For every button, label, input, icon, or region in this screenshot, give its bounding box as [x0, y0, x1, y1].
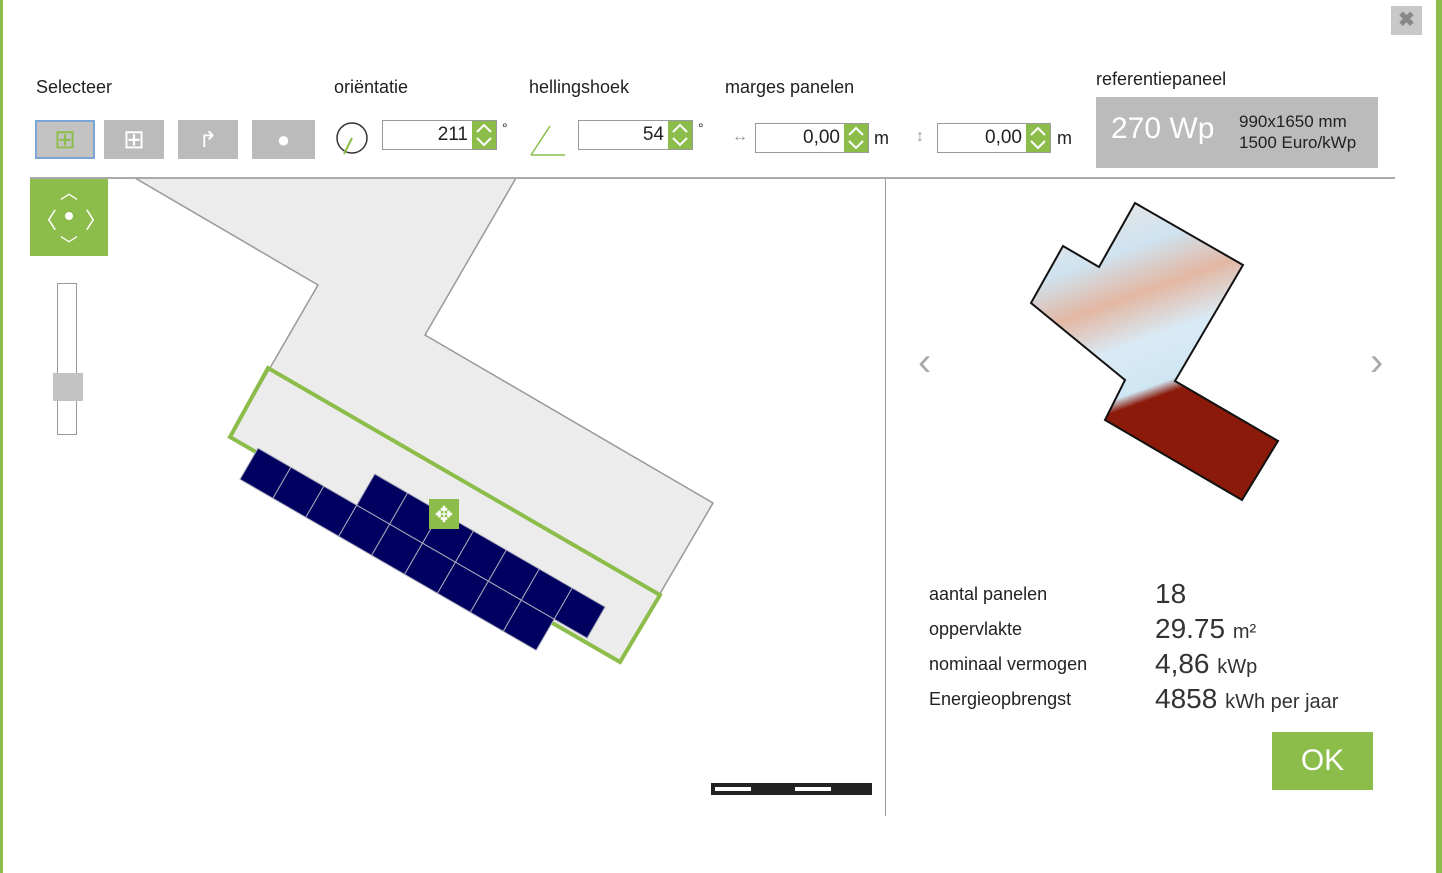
- roof-polygon: [135, 179, 715, 664]
- panel-divider: [885, 179, 886, 816]
- tilt-value: 54: [642, 124, 664, 145]
- unit-m: m: [874, 128, 889, 148]
- zoom-slider-handle[interactable]: [53, 373, 83, 401]
- orientation-value: 211: [437, 124, 468, 145]
- margins-label: marges panelen: [725, 77, 855, 97]
- area-label: oppervlakte: [929, 619, 1023, 639]
- move-handle: [429, 499, 459, 529]
- select-panels-button[interactable]: ⊞: [35, 120, 95, 159]
- orientation-spinner[interactable]: [472, 121, 496, 149]
- area-value: 29.75: [1155, 613, 1226, 644]
- horizontal-arrows-icon: ↔: [732, 128, 748, 145]
- scale-bar: [711, 783, 872, 795]
- select-grid-button[interactable]: ⊞: [104, 120, 164, 159]
- reference-panel-button[interactable]: 270 Wp 990x1650 mm 1500 Euro/kWp: [1096, 97, 1378, 168]
- bulb-button[interactable]: ●: [252, 120, 315, 159]
- margin-h-spinner[interactable]: [844, 124, 868, 152]
- degree-unit: °: [502, 120, 508, 136]
- orientation-input[interactable]: 211: [382, 120, 497, 150]
- prev-arrow-icon[interactable]: ‹: [918, 340, 932, 384]
- energy-label: Energieopbrengst: [929, 689, 1072, 709]
- right-border: [1436, 0, 1442, 873]
- left-border: [0, 0, 3, 873]
- solar-panel: [553, 587, 606, 639]
- margin-h-value: 0,00: [803, 127, 840, 148]
- pan-left-icon[interactable]: 〈: [35, 208, 58, 233]
- pan-up-icon[interactable]: ︿: [60, 183, 78, 203]
- ref-size: 990x1650 mm: [1239, 112, 1347, 131]
- panels-label: aantal panelen: [929, 584, 1048, 604]
- zoom-slider[interactable]: [57, 283, 77, 435]
- select-label: Selecteer: [36, 77, 113, 97]
- energy-unit: kWh per jaar: [1225, 691, 1339, 713]
- margin-v-value: 0,00: [985, 127, 1022, 148]
- power-value: 4,86: [1155, 648, 1210, 679]
- rotate-icon: ↱: [198, 126, 218, 152]
- margin-vertical-input[interactable]: 0,00: [937, 123, 1051, 153]
- panel-area-outline: [227, 365, 663, 665]
- ref-power: 270 Wp: [1111, 112, 1215, 145]
- grid-icon: ⊞: [54, 124, 76, 154]
- panels-value: 18: [1155, 578, 1187, 609]
- rotate-button[interactable]: ↱: [178, 120, 238, 159]
- compass-icon: [336, 122, 368, 155]
- close-button[interactable]: ✖: [1391, 6, 1422, 35]
- pan-center-icon[interactable]: [65, 212, 73, 220]
- unit-m: m: [1057, 128, 1072, 148]
- energy-value: 4858: [1155, 683, 1218, 714]
- orientation-label: oriëntatie: [334, 77, 409, 97]
- toolbar-divider: [30, 177, 1395, 179]
- move-icon: ✥: [435, 502, 453, 527]
- bulb-icon: ●: [276, 126, 291, 152]
- pan-right-icon[interactable]: 〉: [85, 208, 108, 233]
- irradiance-heatmap: [1029, 201, 1280, 502]
- tilt-spinner[interactable]: [668, 121, 692, 149]
- roof-map[interactable]: ✥: [30, 179, 885, 816]
- angle-icon: [530, 125, 565, 156]
- ref-price: 1500 Euro/kWp: [1239, 133, 1357, 152]
- vertical-arrows-icon: ↕: [916, 128, 924, 145]
- ok-button[interactable]: OK: [1272, 732, 1373, 790]
- margin-horizontal-input[interactable]: 0,00: [755, 123, 869, 153]
- solar-panel: [502, 599, 555, 652]
- degree-unit: °: [698, 120, 704, 136]
- area-unit: m²: [1232, 621, 1257, 643]
- tilt-input[interactable]: 54: [578, 120, 693, 150]
- next-arrow-icon[interactable]: ›: [1370, 340, 1384, 384]
- pan-control[interactable]: ︿ 〈 〉 ﹀: [30, 179, 108, 256]
- margin-v-spinner[interactable]: [1026, 124, 1050, 152]
- tilt-label: hellingshoek: [529, 77, 630, 97]
- power-label: nominaal vermogen: [929, 654, 1088, 674]
- grid-icon: ⊞: [123, 124, 145, 154]
- pan-down-icon[interactable]: ﹀: [60, 235, 78, 255]
- reference-label: referentiepaneel: [1096, 69, 1227, 89]
- power-unit: kWp: [1217, 656, 1258, 678]
